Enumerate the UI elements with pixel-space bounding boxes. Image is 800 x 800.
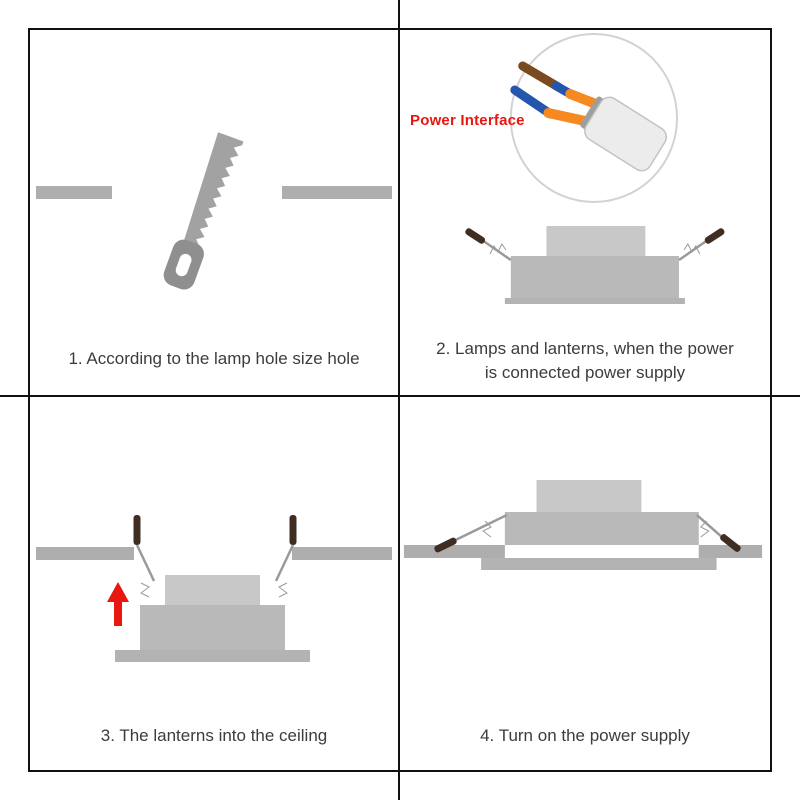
spring-clip-left-tip <box>434 537 457 553</box>
wire-brown-icon <box>518 61 563 92</box>
spring-clip-left <box>135 544 156 582</box>
lamp-body <box>510 256 679 300</box>
ceiling-right-segment <box>292 547 392 560</box>
spring-clip-right <box>274 544 295 582</box>
caption-step-3: 3. The lanterns into the ceiling <box>100 726 328 745</box>
wire-ferrule-top-icon <box>565 89 601 109</box>
up-arrow-icon <box>107 582 129 626</box>
spring-clip-right-tip <box>704 228 725 244</box>
wire-ferrule-bottom-icon <box>543 108 590 126</box>
ceiling-right-segment <box>282 186 392 199</box>
saw-handle-slot <box>175 253 192 277</box>
spring-coil-left <box>489 243 507 255</box>
spring-clip-right-tip <box>720 534 741 552</box>
step-2-illustration <box>465 33 725 304</box>
ceiling-left-segment <box>403 545 505 558</box>
lamp-trim-ring <box>115 650 310 662</box>
caption-step-4: 4. Turn on the power supply <box>480 726 690 745</box>
panel-step-4: 4. Turn on the power supply <box>398 395 772 772</box>
spring-clip-left-tip <box>133 515 141 545</box>
step-1-illustration <box>36 132 392 290</box>
step-3-illustration <box>36 515 392 662</box>
caption-step-1: 1. According to the lamp hole size hole <box>68 349 360 368</box>
caption-step-2-line2: is connected power supply <box>484 363 686 382</box>
spring-clip-left <box>448 513 508 545</box>
lamp-driver-box <box>546 226 646 256</box>
lamp-driver-box <box>165 575 260 605</box>
spring-clip-right-tip <box>289 515 297 545</box>
spring-coil-left <box>140 582 150 598</box>
lamp-body <box>504 512 699 545</box>
lamp-trim-ring <box>504 298 685 304</box>
panel-step-2: Power Interface 2. Lamps and lanterns, w… <box>398 28 772 397</box>
saw-icon <box>163 132 244 290</box>
panel-step-1: 1. According to the lamp hole size hole <box>28 28 400 397</box>
spring-coil-right <box>278 582 288 598</box>
power-connector-icon <box>580 96 668 172</box>
spring-coil-right <box>699 520 710 538</box>
power-interface-label: Power Interface <box>410 112 525 129</box>
spring-coil-left <box>482 520 492 538</box>
connector-body <box>584 96 668 172</box>
ceiling-right-segment <box>698 545 763 558</box>
step-4-illustration <box>403 480 763 570</box>
caption-step-2: 2. Lamps and lanterns, when the power is… <box>400 337 770 385</box>
spring-clip-left-tip <box>465 228 486 244</box>
saw-blade <box>183 132 244 247</box>
caption-step-2-line1: 2. Lamps and lanterns, when the power <box>436 339 734 358</box>
lamp-body <box>140 605 285 650</box>
ceiling-left-segment <box>36 547 134 560</box>
lamp-trim-ring <box>481 558 717 570</box>
ceiling-left-segment <box>36 186 112 199</box>
spring-coil-right <box>683 243 701 255</box>
lamp-driver-box <box>536 480 642 512</box>
panel-step-3: 3. The lanterns into the ceiling <box>28 395 400 772</box>
